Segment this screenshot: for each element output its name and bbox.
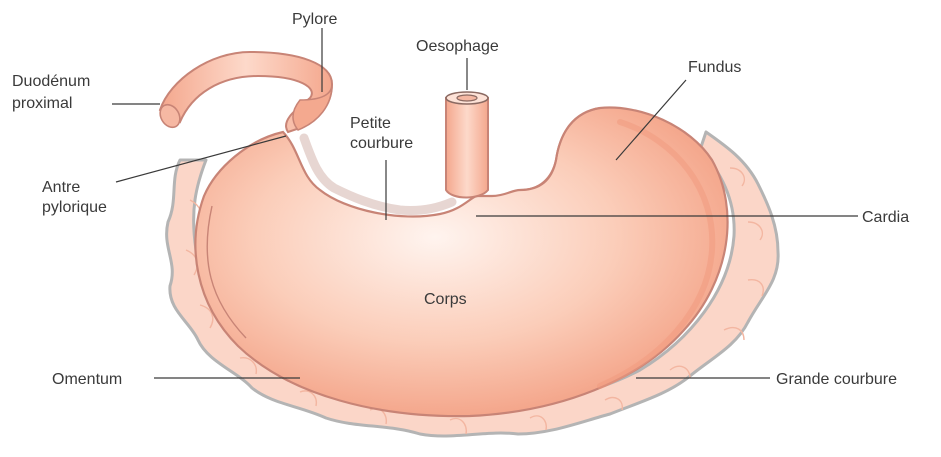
label-omentum: Omentum [52,371,122,388]
label-antre-line2: pylorique [42,199,107,216]
label-corps: Corps [424,291,467,308]
oesophagus [446,98,488,198]
label-petite-courbure-line2: courbure [350,135,413,152]
label-oesophage: Oesophage [416,38,499,55]
label-grande-courbure: Grande courbure [776,371,897,388]
label-duodenum-line1: Duodénum [12,73,90,90]
label-pylore: Pylore [292,11,337,28]
label-petite-courbure-line1: Petite [350,115,391,132]
label-fundus: Fundus [688,59,741,76]
label-cardia: Cardia [862,209,909,226]
label-duodenum-line2: proximal [12,95,72,112]
label-antre-line1: Antre [42,179,80,196]
